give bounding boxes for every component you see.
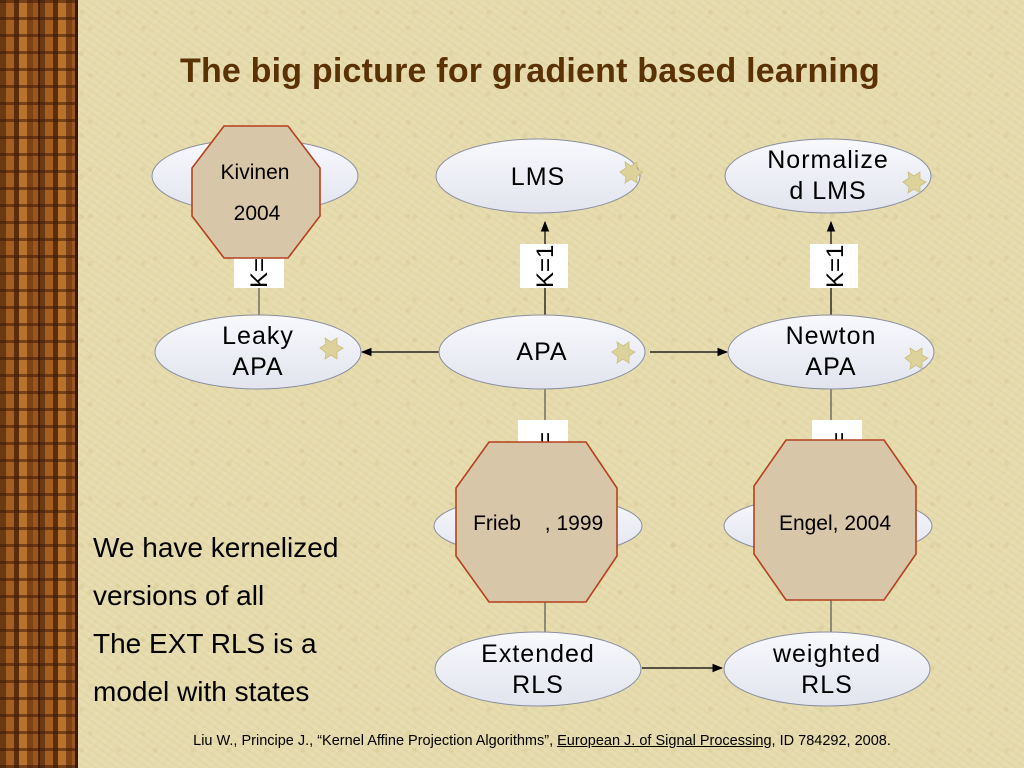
svg-text:RLS: RLS	[512, 671, 564, 699]
svg-text:2004: 2004	[234, 202, 281, 225]
side-note-line: We have kernelized	[93, 532, 339, 563]
burst-icon	[319, 337, 344, 360]
svg-text:K=: K=	[246, 258, 273, 288]
svg-text:RLS: RLS	[801, 671, 853, 699]
slide-title: The big picture for gradient based learn…	[179, 52, 881, 90]
node-newton-apa: Newton APA	[727, 314, 935, 390]
side-notes: We have kernelized versions of all The E…	[93, 524, 423, 716]
octagon-kivinen: Kivinen 2004	[191, 125, 321, 259]
citation-suffix: , ID 784292, 2008.	[771, 733, 891, 749]
citation: Liu W., Principe J., “Kernel Affine Proj…	[60, 733, 1024, 749]
citation-prefix: Liu W., Principe J., “Kernel Affine Proj…	[193, 733, 558, 749]
node-leaky-apa: Leaky APA	[154, 314, 362, 390]
edge-label-mid-low: =	[518, 420, 568, 446]
svg-text:Kivinen: Kivinen	[221, 161, 290, 184]
burst-icon	[619, 161, 644, 184]
svg-text:LMS: LMS	[511, 163, 565, 191]
citation-journal-link[interactable]: European J. of Signal Processing	[557, 733, 772, 749]
svg-text:APA: APA	[232, 353, 283, 381]
wood-sidebar	[0, 0, 78, 768]
svg-text:K=1: K=1	[822, 245, 849, 288]
octagon-frieb: Frieb , 1999	[455, 441, 618, 603]
burst-icon	[904, 347, 929, 370]
burst-icon	[902, 171, 927, 194]
node-apa: APA	[438, 314, 646, 390]
octagon-engel: Engel, 2004	[753, 439, 917, 601]
svg-text:K=1: K=1	[532, 245, 559, 288]
node-extended-rls: Extended RLS	[434, 631, 642, 707]
side-note-line: versions of all	[93, 580, 265, 611]
side-note-line: model with states	[93, 676, 310, 707]
node-normalized-lms: Normalize d LMS	[724, 138, 932, 214]
svg-text:Normalize: Normalize	[767, 146, 889, 174]
svg-text:APA: APA	[516, 338, 567, 366]
svg-text:APA: APA	[805, 353, 856, 381]
node-weighted-rls: weighted RLS	[723, 631, 931, 707]
svg-text:Extended: Extended	[481, 640, 595, 668]
svg-text:Newton: Newton	[786, 322, 877, 350]
node-lms: LMS	[435, 138, 641, 214]
svg-text:Leaky: Leaky	[222, 322, 294, 350]
svg-text:, 1999: , 1999	[545, 512, 603, 535]
side-note-line: The EXT RLS is a	[93, 628, 317, 659]
svg-text:Engel, 2004: Engel, 2004	[779, 512, 891, 535]
svg-text:Frieb: Frieb	[473, 512, 521, 535]
edge-label-mid-k: K=1	[520, 244, 568, 288]
edge-label-right-k: K=1	[810, 244, 858, 288]
svg-text:d LMS: d LMS	[789, 177, 866, 205]
svg-text:weighted: weighted	[772, 640, 881, 668]
burst-icon	[611, 341, 636, 364]
